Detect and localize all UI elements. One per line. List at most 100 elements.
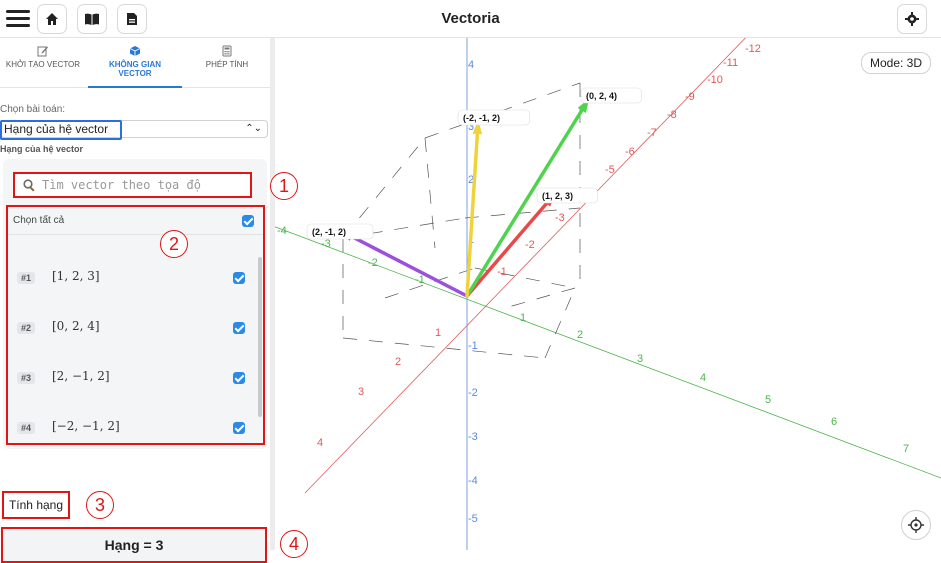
tab-create-vector[interactable]: KHỞI TẠO VECTOR [0, 38, 86, 88]
guide-line [504, 287, 576, 309]
x-tick-label: -8 [667, 109, 677, 121]
y-tick-label: -1 [415, 274, 425, 286]
guide-line [342, 337, 546, 359]
gear-icon [905, 12, 919, 26]
z-tick-label: -3 [468, 431, 478, 443]
callout-2: 2 [160, 230, 188, 258]
compute-rank-button[interactable]: Tính hạng [2, 491, 70, 519]
tab-operations[interactable]: PHÉP TÍNH [184, 38, 270, 88]
home-icon [46, 13, 58, 25]
x-tick-label: -3 [555, 212, 565, 224]
x-tick-label: -9 [685, 91, 695, 103]
calculator-icon [222, 45, 232, 57]
z-tick-label: -2 [468, 387, 478, 399]
selection-highlight [0, 120, 122, 140]
guide-line [384, 267, 476, 299]
select-all-checkbox[interactable] [242, 215, 254, 227]
list-item[interactable]: #1 [1, 2, 3] [8, 263, 258, 293]
select-all-label: Chọn tất cả [13, 215, 65, 226]
vector-label-bg [457, 109, 530, 126]
y-tick-label: 7 [903, 443, 909, 455]
book-button[interactable] [77, 4, 107, 34]
tab-vector-space-label-1: KHÔNG GIAN [109, 60, 161, 69]
tab-vector-space-label-2: VECTOR [118, 69, 152, 78]
z-tick-label: -1 [468, 340, 478, 352]
vector-list: Chọn tất cả #1 [1, 2, 3] #2 [0, 2, 4] #3… [6, 205, 265, 445]
rank-result: Hạng = 3 [1, 527, 267, 563]
vector-label-bg [580, 87, 642, 104]
guide-line [342, 137, 426, 239]
search-input[interactable]: Tìm vector theo tọa độ [13, 172, 252, 198]
guide-line [342, 217, 466, 239]
guide-line [474, 267, 576, 289]
z-tick-label: -5 [468, 513, 478, 525]
y-tick-label: 6 [831, 416, 837, 428]
book-icon [85, 13, 99, 25]
y-tick-label: -4 [277, 225, 287, 237]
y-tick-label: 4 [700, 372, 706, 384]
app-title: Vectoria [441, 10, 500, 27]
recenter-button[interactable] [901, 510, 931, 540]
callout-1: 1 [270, 172, 298, 200]
guide-line [464, 207, 581, 219]
z-tick-label: 3 [468, 121, 474, 133]
vector-label: (1, 2, 3) [542, 191, 573, 201]
z-tick-label: 2 [468, 174, 474, 186]
x-tick-label: -2 [525, 239, 535, 251]
hamburger-icon[interactable] [4, 6, 30, 32]
x-tick-label: 2 [395, 356, 401, 368]
item-checkbox[interactable] [233, 422, 245, 434]
vector-label-bg [306, 223, 374, 240]
section-title: Hạng của hệ vector [0, 144, 84, 154]
y-tick-label: 3 [637, 353, 643, 365]
item-checkbox[interactable] [233, 272, 245, 284]
cube-icon [129, 46, 141, 56]
x-tick-label: -10 [707, 74, 723, 86]
mode-badge[interactable]: Mode: 3D [860, 52, 931, 74]
item-index: #3 [17, 372, 36, 384]
x-tick-label: 3 [358, 386, 364, 398]
problem-label: Chọn bài toán: [0, 104, 66, 115]
tab-operations-label: PHÉP TÍNH [205, 60, 249, 69]
list-scrollbar[interactable] [258, 257, 262, 417]
list-item[interactable]: #2 [0, 2, 4] [8, 313, 258, 343]
item-checkbox[interactable] [233, 322, 245, 334]
x-axis-line [304, 27, 756, 494]
home-button[interactable] [37, 4, 67, 34]
tab-bar: KHỞI TẠO VECTOR KHÔNG GIAN VECTOR PHÉP T… [0, 38, 270, 88]
document-button[interactable] [117, 4, 147, 34]
tab-vector-space[interactable]: KHÔNG GIAN VECTOR [88, 38, 182, 88]
tab-create-vector-label: KHỞI TẠO VECTOR [5, 60, 81, 69]
vector-label: (-2, -1, 2) [463, 113, 500, 123]
vector-3d-viewport[interactable]: -12-11-10-9-8-7-6-5-4-3-2-11234-4-3-2-11… [264, 27, 941, 550]
problem-select[interactable]: Hạng của hệ vector ⌃⌄ [0, 120, 268, 138]
z-tick-label: -4 [468, 475, 478, 487]
x-tick-label: -12 [745, 43, 761, 55]
item-vector: [1, 2, 3] [52, 269, 100, 283]
callout-3: 3 [86, 491, 114, 519]
select-all-row[interactable]: Chọn tất cả [8, 207, 263, 235]
list-item[interactable]: #4 [−2, −1, 2] [8, 413, 258, 443]
chevron-updown-icon: ⌃⌄ [245, 123, 262, 134]
list-item[interactable]: #3 [2, −1, 2] [8, 363, 258, 393]
x-tick-label: -1 [497, 266, 507, 278]
x-tick-label: -7 [647, 127, 657, 139]
y-tick-label: -2 [368, 257, 378, 269]
x-tick-label: -5 [605, 164, 615, 176]
vector-label: (0, 2, 4) [586, 91, 617, 101]
search-icon [23, 178, 35, 192]
x-tick-label: -11 [723, 57, 738, 69]
guide-line [424, 137, 436, 249]
document-icon [127, 13, 137, 25]
search-placeholder: Tìm vector theo tọa độ [42, 178, 201, 192]
settings-button[interactable] [897, 4, 927, 34]
item-vector: [−2, −1, 2] [52, 419, 120, 433]
item-checkbox[interactable] [233, 372, 245, 384]
problem-select-value: Hạng của hệ vector [4, 122, 109, 136]
vector-arrowhead [472, 120, 483, 135]
x-tick-label: -6 [625, 146, 635, 158]
vector-arrow [465, 122, 480, 298]
vector-arrow [341, 230, 469, 298]
scene-svg[interactable]: -12-11-10-9-8-7-6-5-4-3-2-11234-4-3-2-11… [264, 27, 941, 550]
item-vector: [0, 2, 4] [52, 319, 100, 333]
